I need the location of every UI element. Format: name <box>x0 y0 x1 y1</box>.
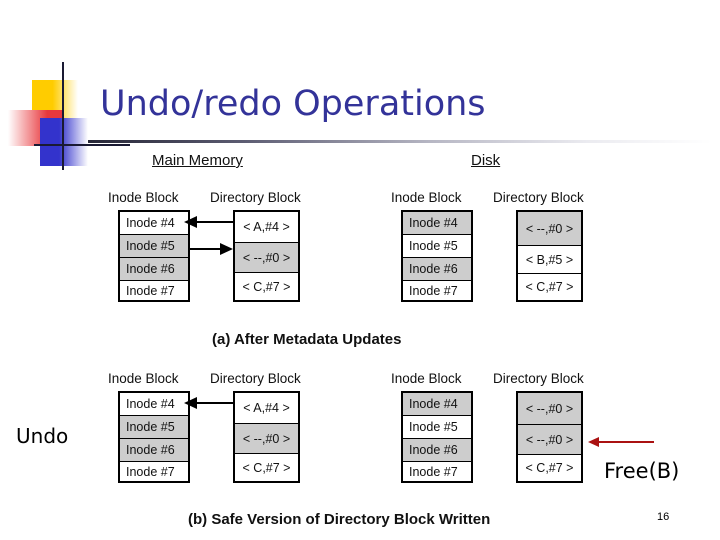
directory-cell: < --,#0 > <box>518 212 581 246</box>
inode-cell: Inode #6 <box>403 258 471 281</box>
title-divider <box>88 140 712 143</box>
arrow-dir-a-to-inode4-head <box>184 216 197 228</box>
col-header-inode-a-mem: Inode Block <box>108 190 179 205</box>
directory-block-b-memory: < A,#4 > < --,#0 > < C,#7 > <box>233 391 300 483</box>
panel-a-caption: (a) After Metadata Updates <box>212 331 402 348</box>
free-label: Free(B) <box>604 459 680 483</box>
inode-cell: Inode #4 <box>403 212 471 235</box>
directory-block-a-disk: < --,#0 > < B,#5 > < C,#7 > <box>516 210 583 302</box>
inode-block-a-disk: Inode #4 Inode #5 Inode #6 Inode #7 <box>401 210 473 302</box>
inode-cell: Inode #6 <box>403 439 471 462</box>
directory-cell: < B,#5 > <box>518 246 581 274</box>
title-decoration <box>0 62 130 172</box>
directory-cell: < --,#0 > <box>235 243 298 273</box>
inode-block-b-disk: Inode #4 Inode #5 Inode #6 Inode #7 <box>401 391 473 483</box>
col-header-inode-b-disk: Inode Block <box>391 371 462 386</box>
inode-cell: Inode #5 <box>120 235 188 258</box>
inode-cell: Inode #5 <box>403 416 471 439</box>
arrow-free-b-line <box>598 441 654 443</box>
col-header-inode-a-disk: Inode Block <box>391 190 462 205</box>
directory-block-b-disk: < --,#0 > < --,#0 > < C,#7 > <box>516 391 583 483</box>
directory-cell: < C,#7 > <box>518 274 581 300</box>
directory-cell: < C,#7 > <box>235 454 298 481</box>
inode-cell: Inode #5 <box>120 416 188 439</box>
arrow-inode5-to-dir-line <box>190 248 228 250</box>
col-header-directory-b-disk: Directory Block <box>493 371 584 386</box>
slide-number: 16 <box>657 511 670 523</box>
arrow-free-b-head <box>588 437 599 447</box>
inode-cell: Inode #7 <box>120 462 188 481</box>
deco-vertical-line <box>62 62 64 170</box>
inode-cell: Inode #7 <box>120 281 188 300</box>
page-title: Undo/redo Operations <box>100 84 486 124</box>
figure: Main Memory Disk Inode Block Directory B… <box>0 148 720 540</box>
directory-cell: < --,#0 > <box>235 424 298 454</box>
deco-blue-square <box>40 118 88 166</box>
inode-cell: Inode #7 <box>403 462 471 481</box>
inode-block-a-memory: Inode #4 Inode #5 Inode #6 Inode #7 <box>118 210 190 302</box>
inode-cell: Inode #7 <box>403 281 471 300</box>
inode-cell: Inode #4 <box>120 212 188 235</box>
directory-cell: < --,#0 > <box>518 425 581 455</box>
inode-cell: Inode #6 <box>120 439 188 462</box>
inode-cell: Inode #6 <box>120 258 188 281</box>
section-header-main-memory: Main Memory <box>152 152 243 169</box>
col-header-directory-a-disk: Directory Block <box>493 190 584 205</box>
directory-block-a-memory: < A,#4 > < --,#0 > < C,#7 > <box>233 210 300 302</box>
arrow-dir-b-to-inode4-head <box>184 397 197 409</box>
arrow-dir-a-to-inode4-line <box>196 221 234 223</box>
undo-label: Undo <box>16 424 69 448</box>
deco-horizontal-line <box>34 144 130 146</box>
directory-cell: < A,#4 > <box>235 393 298 424</box>
inode-block-b-memory: Inode #4 Inode #5 Inode #6 Inode #7 <box>118 391 190 483</box>
col-header-inode-b-mem: Inode Block <box>108 371 179 386</box>
inode-cell: Inode #5 <box>403 235 471 258</box>
directory-cell: < C,#7 > <box>235 273 298 300</box>
panel-b-caption: (b) Safe Version of Directory Block Writ… <box>188 511 491 528</box>
inode-cell: Inode #4 <box>120 393 188 416</box>
directory-cell: < --,#0 > <box>518 393 581 425</box>
col-header-directory-a-mem: Directory Block <box>210 190 301 205</box>
directory-cell: < C,#7 > <box>518 455 581 481</box>
col-header-directory-b-mem: Directory Block <box>210 371 301 386</box>
section-header-disk: Disk <box>471 152 501 169</box>
arrow-inode5-to-dir-head <box>220 243 233 255</box>
directory-cell: < A,#4 > <box>235 212 298 243</box>
inode-cell: Inode #4 <box>403 393 471 416</box>
arrow-dir-b-to-inode4-line <box>196 402 234 404</box>
